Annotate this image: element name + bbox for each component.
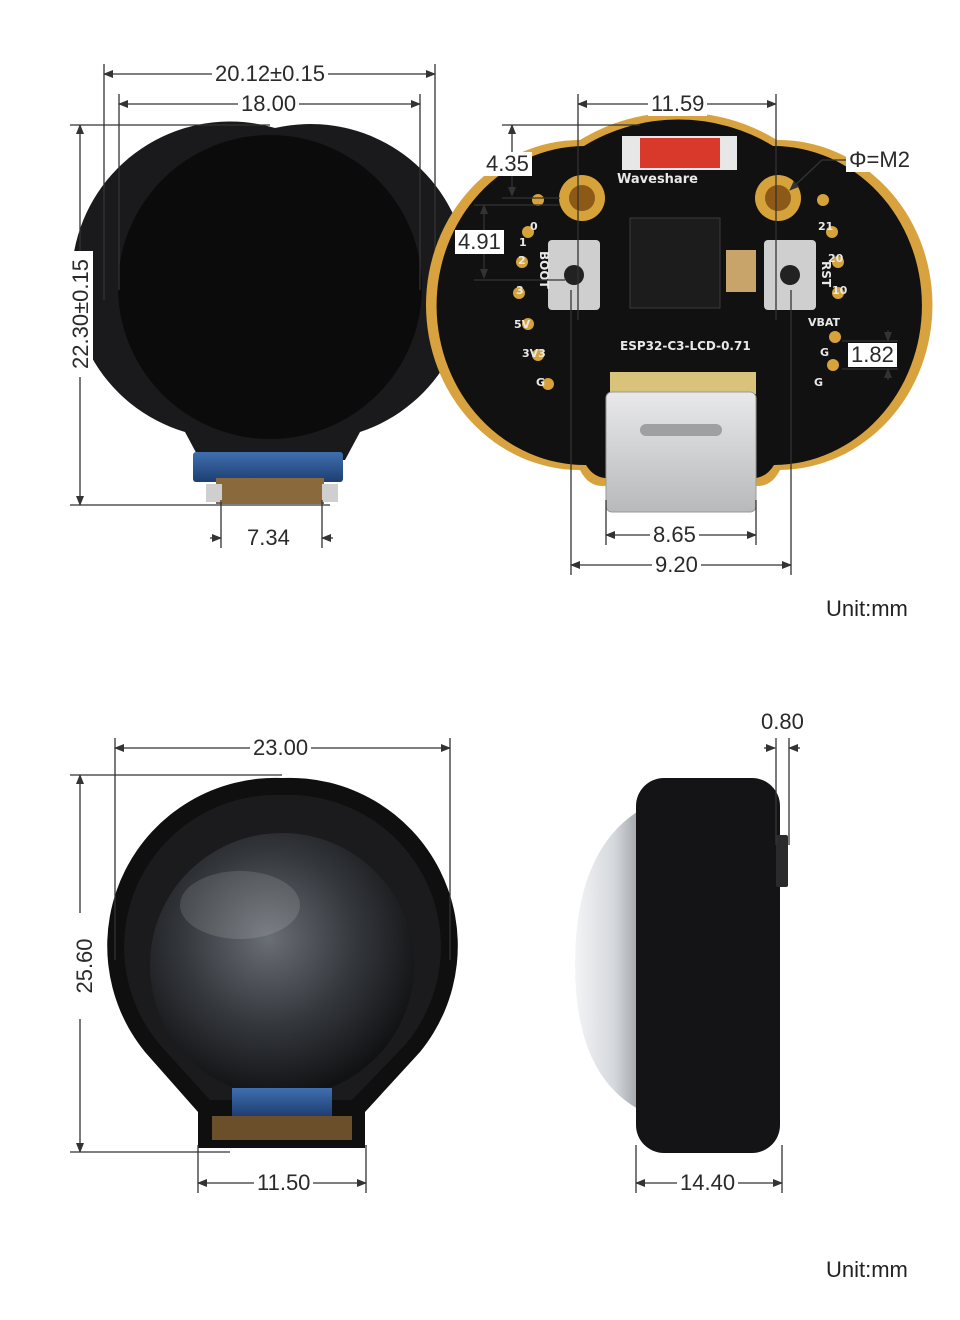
front-housing [107,777,458,1148]
silk-pin-right-vbat: VBAT [808,316,841,329]
dim-side-thickness: 0.80 [758,710,807,734]
silk-pin-left-0: 0 [530,220,538,233]
silk-pin-right-20: 20 [828,252,844,265]
silk-pin-left-3: 3 [516,284,524,297]
silk-pin-right-10: 10 [832,284,848,297]
silk-pin-left-2: 2 [518,254,526,267]
dim-front-bottom-width: 11.50 [254,1171,314,1195]
unit-label-top: Unit:mm [826,596,908,621]
silk-boot: BOOT [537,251,551,290]
dim-height: 22.30±0.15 [68,251,93,377]
dim-hole-thread: Φ=M2 [846,148,913,172]
lcd-dimension-lines [70,64,436,548]
silk-pin-left-5v: 5V [514,318,531,331]
dim-usb-outer: 9.20 [652,553,701,577]
dim-outer-width: 20.12±0.15 [212,62,328,86]
silk-pin-left-1: 1 [519,236,527,249]
silk-pin-right-21: 21 [818,220,833,233]
dim-hole-top: 4.35 [483,152,532,176]
dim-connector-width: 7.34 [244,526,293,550]
silk-rst: RST [819,261,833,288]
dim-hole-to-button: 4.91 [455,230,504,254]
pcb-silkscreen: Waveshare ESP32-C3-LCD-0.71 BOOT RST 0 1… [514,172,848,389]
silk-pin-right-g1: G [820,346,829,359]
dim-side-depth: 14.40 [677,1171,739,1195]
silk-model: ESP32-C3-LCD-0.71 [620,339,751,353]
unit-label-bottom: Unit:mm [826,1257,908,1282]
dim-hole-spacing: 11.59 [648,92,708,116]
dim-front-width: 23.00 [250,736,312,760]
lcd-module [71,121,469,504]
silk-pin-left-3v3: 3V3 [522,347,546,360]
dim-front-height: 25.60 [72,913,97,1019]
silk-pin-right-g2: G [814,376,823,389]
dim-usb-width: 8.65 [650,523,699,547]
silk-brand: Waveshare [617,172,698,187]
pcb-board [426,112,933,513]
side-housing [575,778,788,1153]
dim-screen-width: 18.00 [238,92,300,116]
dim-pad-pitch: 1.82 [848,343,897,367]
silk-pin-left-g: G [536,376,545,389]
